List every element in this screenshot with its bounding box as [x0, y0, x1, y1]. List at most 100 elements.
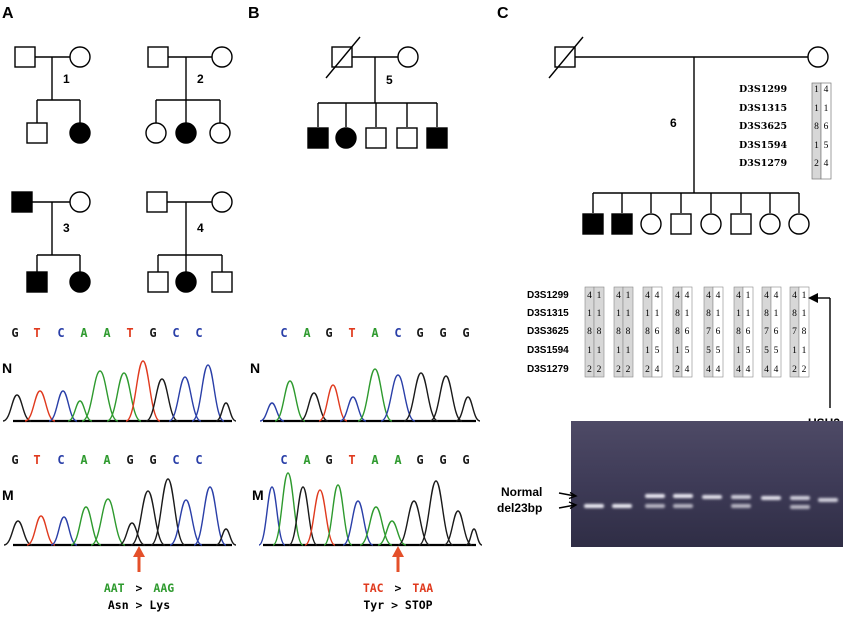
chromatogram-trace	[397, 500, 431, 546]
allele: 4	[706, 365, 711, 375]
pedigree-family-4: 4	[146, 191, 233, 293]
chromatogram-trace	[150, 478, 186, 546]
allele: 5	[746, 346, 751, 356]
pedigree-family-1: 1	[14, 46, 91, 144]
circle-affected-female	[175, 271, 197, 293]
chromatogram-trace	[168, 376, 202, 422]
codon-to: AAG	[153, 581, 174, 595]
chromatogram-trace	[2, 394, 32, 422]
allele: 8	[706, 309, 711, 319]
normal-band-label: Normal	[501, 485, 542, 499]
chromatogram-trace	[318, 384, 348, 422]
chromatogram-trace	[274, 380, 306, 422]
haplotype-column	[798, 286, 810, 378]
sequence-base: G	[416, 453, 423, 467]
haplotype-column	[742, 286, 754, 378]
sequence-base: C	[195, 453, 202, 467]
codon-from: AAT	[104, 581, 125, 595]
sequence-base: C	[195, 326, 202, 340]
gel-band	[645, 494, 665, 498]
square-affected-male	[426, 127, 448, 149]
chromatogram-trace	[48, 390, 78, 422]
panel-label-b: B	[248, 5, 260, 22]
allele: 1	[597, 291, 602, 301]
up-arrow-icon	[133, 546, 145, 557]
allele: 6	[685, 327, 690, 337]
chromatogram-trace	[118, 522, 146, 546]
chromatogram-trace	[193, 486, 227, 546]
marker-label: D3S3625	[739, 121, 787, 132]
allele: 1	[824, 104, 829, 114]
chromatogram-trace	[377, 520, 407, 546]
allele: 4	[736, 365, 741, 375]
family-number: 5	[386, 73, 393, 87]
mutation-arrow-right	[392, 546, 404, 572]
up-arrow-icon	[392, 546, 404, 557]
gel-band	[645, 504, 665, 508]
chromatogram-right-mutant	[258, 472, 483, 547]
allele: 4	[746, 365, 751, 375]
aa-change-left: Asn > Lys	[108, 598, 170, 612]
chromatogram-trace	[359, 506, 393, 546]
allele: 4	[764, 365, 769, 375]
marker-label: D3S1299	[739, 84, 788, 95]
allele: 1	[802, 346, 807, 356]
allele: 1	[814, 141, 819, 151]
allele: 2	[675, 365, 680, 375]
sequence-base: C	[172, 326, 179, 340]
allele: 5	[764, 346, 769, 356]
circle-female	[788, 213, 810, 235]
allele: 1	[645, 346, 650, 356]
chromatogram-trace	[403, 372, 439, 422]
allele: 1	[616, 346, 621, 356]
gel-band	[612, 504, 632, 508]
sequence-base: A	[371, 453, 379, 467]
square-affected-male	[611, 213, 633, 235]
marker-label: D3S1315	[739, 103, 787, 114]
sequence-base: T	[348, 453, 355, 467]
allele: 4	[716, 365, 721, 375]
square-male	[211, 271, 233, 293]
children-haplotypes: D3S1299D3S1315D3S3625D3S1594D3S127941812…	[527, 286, 810, 378]
allele: 1	[587, 346, 592, 356]
chromatogram-trace	[125, 360, 161, 422]
del23bp-band-label: del23bp	[497, 501, 542, 515]
chromatogram-trace	[26, 515, 56, 546]
circle-affected-female	[69, 271, 91, 293]
gel-band	[731, 504, 751, 508]
circle-female	[69, 46, 91, 68]
chromatogram-left-normal	[2, 360, 237, 423]
sequence-base: C	[280, 453, 287, 467]
haplotype-column	[622, 286, 634, 378]
allele: 8	[736, 327, 741, 337]
family-number: 3	[63, 221, 70, 235]
chromatogram-trace	[429, 375, 463, 422]
allele: 1	[616, 309, 621, 319]
allele: 6	[824, 122, 829, 132]
chromatogram-trace	[24, 390, 56, 422]
band-pointer-arrows	[558, 491, 578, 510]
circle-affected-female	[335, 127, 357, 149]
allele: 1	[736, 309, 741, 319]
chromatogram-trace	[380, 374, 416, 422]
sequence-base: C	[280, 326, 287, 340]
gel-image	[571, 421, 843, 547]
haplotype-column	[820, 82, 832, 180]
allele: 1	[655, 309, 660, 319]
allele: 2	[597, 365, 602, 375]
allele: 1	[675, 346, 680, 356]
chromatogram-left-mutant	[3, 478, 237, 547]
chromatogram-trace	[169, 499, 203, 546]
allele: 4	[645, 291, 650, 301]
gel-band	[673, 504, 693, 508]
square-male	[26, 122, 48, 144]
gel-band	[790, 505, 810, 509]
gel-band	[673, 494, 693, 498]
marker-label: D3S1315	[527, 308, 569, 319]
aa-change-right: Tyr > STOP	[363, 598, 432, 612]
sequence-base: T	[33, 326, 40, 340]
haplotype-column	[681, 286, 693, 378]
square-affected-male	[26, 271, 48, 293]
